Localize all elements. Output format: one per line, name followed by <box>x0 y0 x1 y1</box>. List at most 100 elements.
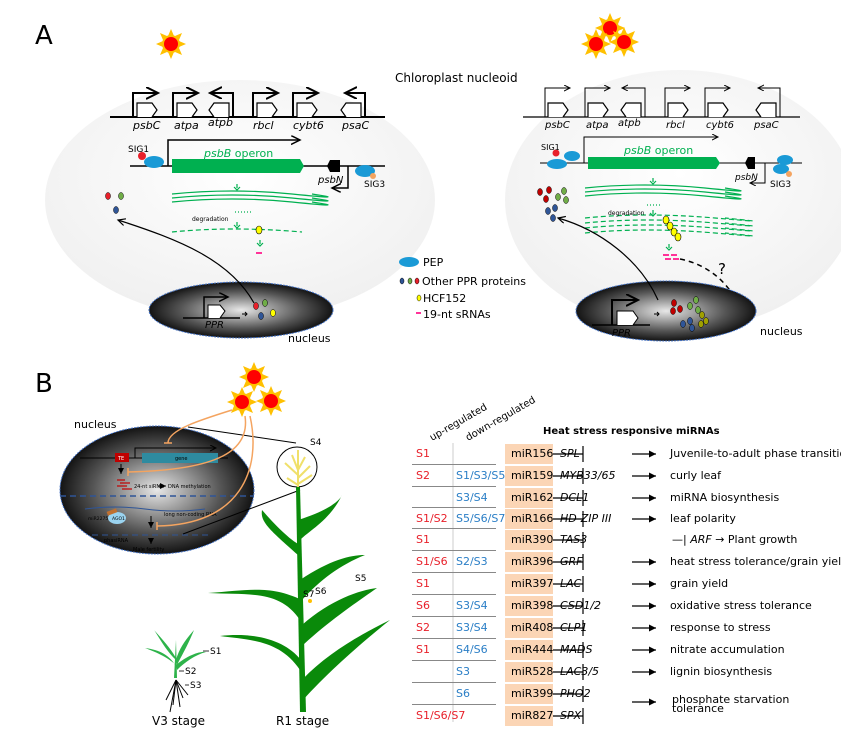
effect-label: nitrate accumulation <box>670 643 785 656</box>
inhibition-connector <box>553 708 584 724</box>
mirna-name: miR444 <box>505 640 553 660</box>
target-gene: MYB33/65 <box>560 469 616 482</box>
export-arrow-right <box>558 218 659 301</box>
gene-labels-right: psbC atpa atpb rbcl cybt6 psaC <box>544 118 779 131</box>
hcf152-cluster <box>662 215 682 242</box>
chloroplast-left <box>45 80 435 320</box>
down-regulated-sites: S3/S4 <box>456 599 488 612</box>
legend-label: PEP <box>423 256 444 269</box>
inhibition-connector <box>553 664 584 680</box>
inhibition-connector <box>553 576 584 592</box>
effect-label: Juvenile-to-adult phase transition <box>670 447 841 460</box>
site-label-s5: S5 <box>355 574 366 584</box>
nucleus-left <box>148 281 334 339</box>
gene-track-left <box>110 93 385 118</box>
mirna-name: miR159 <box>505 466 553 486</box>
male-fertility-label: Male fertility <box>133 547 164 553</box>
nucleus-label-right: nucleus <box>760 325 803 338</box>
tassel-icon <box>284 450 313 487</box>
target-gene: LAC <box>560 577 582 590</box>
sig3-label-right: SIG3 <box>770 180 791 190</box>
ppr-gene-right <box>592 300 660 326</box>
gene-label: psaC <box>753 120 779 131</box>
ppr-proteins-right <box>537 186 569 222</box>
target-gene: SPX <box>560 709 582 722</box>
site-labels: S4 S5 S6 S7 S1 S2 S3 <box>185 438 366 691</box>
table-separator <box>412 704 496 705</box>
ppr-proteins-in-nucleus <box>253 299 276 320</box>
table-separator <box>412 507 496 508</box>
table-separator <box>412 528 496 529</box>
gene-label: atpa <box>586 120 609 131</box>
lncrna-label: long non-coding RNA <box>164 512 217 518</box>
effect-label: heat stress tolerance/grain yield <box>670 555 841 568</box>
table-separator <box>412 682 496 683</box>
sun-icon <box>156 29 186 59</box>
inhibition-connector <box>553 446 584 462</box>
site-label-s7: S7 <box>303 590 314 600</box>
site-label-s1: S1 <box>210 647 221 657</box>
table-title: Heat stress responsive miRNAs <box>543 426 720 437</box>
down-regulated-sites: S6 <box>456 687 470 700</box>
inhibition-connector <box>553 554 584 570</box>
site-label-s4: S4 <box>310 438 322 448</box>
effect-label: lignin biosynthesis <box>670 665 773 678</box>
table-separator <box>412 660 496 661</box>
mirna-name: miR162 <box>505 488 553 508</box>
te-label: TE <box>117 456 124 462</box>
mirna-name: miR396 <box>505 552 553 572</box>
up-regulated-sites: S2 <box>416 469 430 482</box>
effect-label: —| ARF → Plant growth <box>672 533 798 546</box>
up-regulated-sites: S1/S6/S7 <box>416 709 466 722</box>
up-regulated-sites: S2 <box>416 621 430 634</box>
legend: PEP Other PPR proteins HCF152 19-nt sRNA… <box>399 256 526 321</box>
target-gene: TAS3 <box>560 533 588 546</box>
gene-label: cybt6 <box>293 119 324 132</box>
effect-label: oxidative stress tolerance <box>670 599 812 612</box>
up-regulated-sites: S1 <box>416 577 430 590</box>
degradation-label-right: degradation <box>608 210 645 217</box>
table-separator <box>412 464 496 465</box>
target-gene: LAC3/5 <box>560 665 600 678</box>
up-regulated-sites: S6 <box>416 599 430 612</box>
gene-label: cybt6 <box>706 120 734 131</box>
mirna-name: miR398 <box>505 596 553 616</box>
mirna-name: miR827 <box>505 706 553 726</box>
down-regulated-sites: S5/S6/S7 <box>456 512 506 525</box>
mirna-name: miR528 <box>505 662 553 682</box>
psbn-label-right: psbN <box>734 173 758 183</box>
sig1-label: SIG1 <box>128 145 149 155</box>
up-regulated-sites: S1 <box>416 643 430 656</box>
down-regulated-sites: S3/S4 <box>456 621 488 634</box>
gene-label-b: gene <box>175 456 188 462</box>
inhibition-connector <box>553 532 584 548</box>
target-gene: GRF <box>560 555 583 568</box>
sig1-label-right: SIG1 <box>541 143 560 152</box>
srna-cluster <box>663 254 679 260</box>
question-mark: ? <box>718 260 726 278</box>
degradation-label: degradation <box>192 216 229 223</box>
nucleus-label-b: nucleus <box>74 418 117 431</box>
table-separator <box>412 616 496 617</box>
nucleus-label-left: nucleus <box>288 332 331 345</box>
ppr-dots-icon <box>399 277 420 285</box>
operon-label: psbB operon <box>203 147 273 160</box>
target-gene: SPL <box>560 447 580 460</box>
chloroplast-nucleoid-label: Chloroplast nucleoid <box>395 71 518 85</box>
s6-marker <box>308 599 312 603</box>
legend-label: Other PPR proteins <box>422 275 526 288</box>
export-arrow-left <box>118 220 255 304</box>
pep-blob-icon <box>399 257 419 267</box>
effect-text: Plant growth <box>727 533 798 546</box>
pep-icon <box>144 156 164 168</box>
phasirna-label: phasiRNA <box>104 538 129 544</box>
table-separator <box>412 638 496 639</box>
mirna-name: miR156 <box>505 444 553 464</box>
mirna-name: miR408 <box>505 618 553 638</box>
